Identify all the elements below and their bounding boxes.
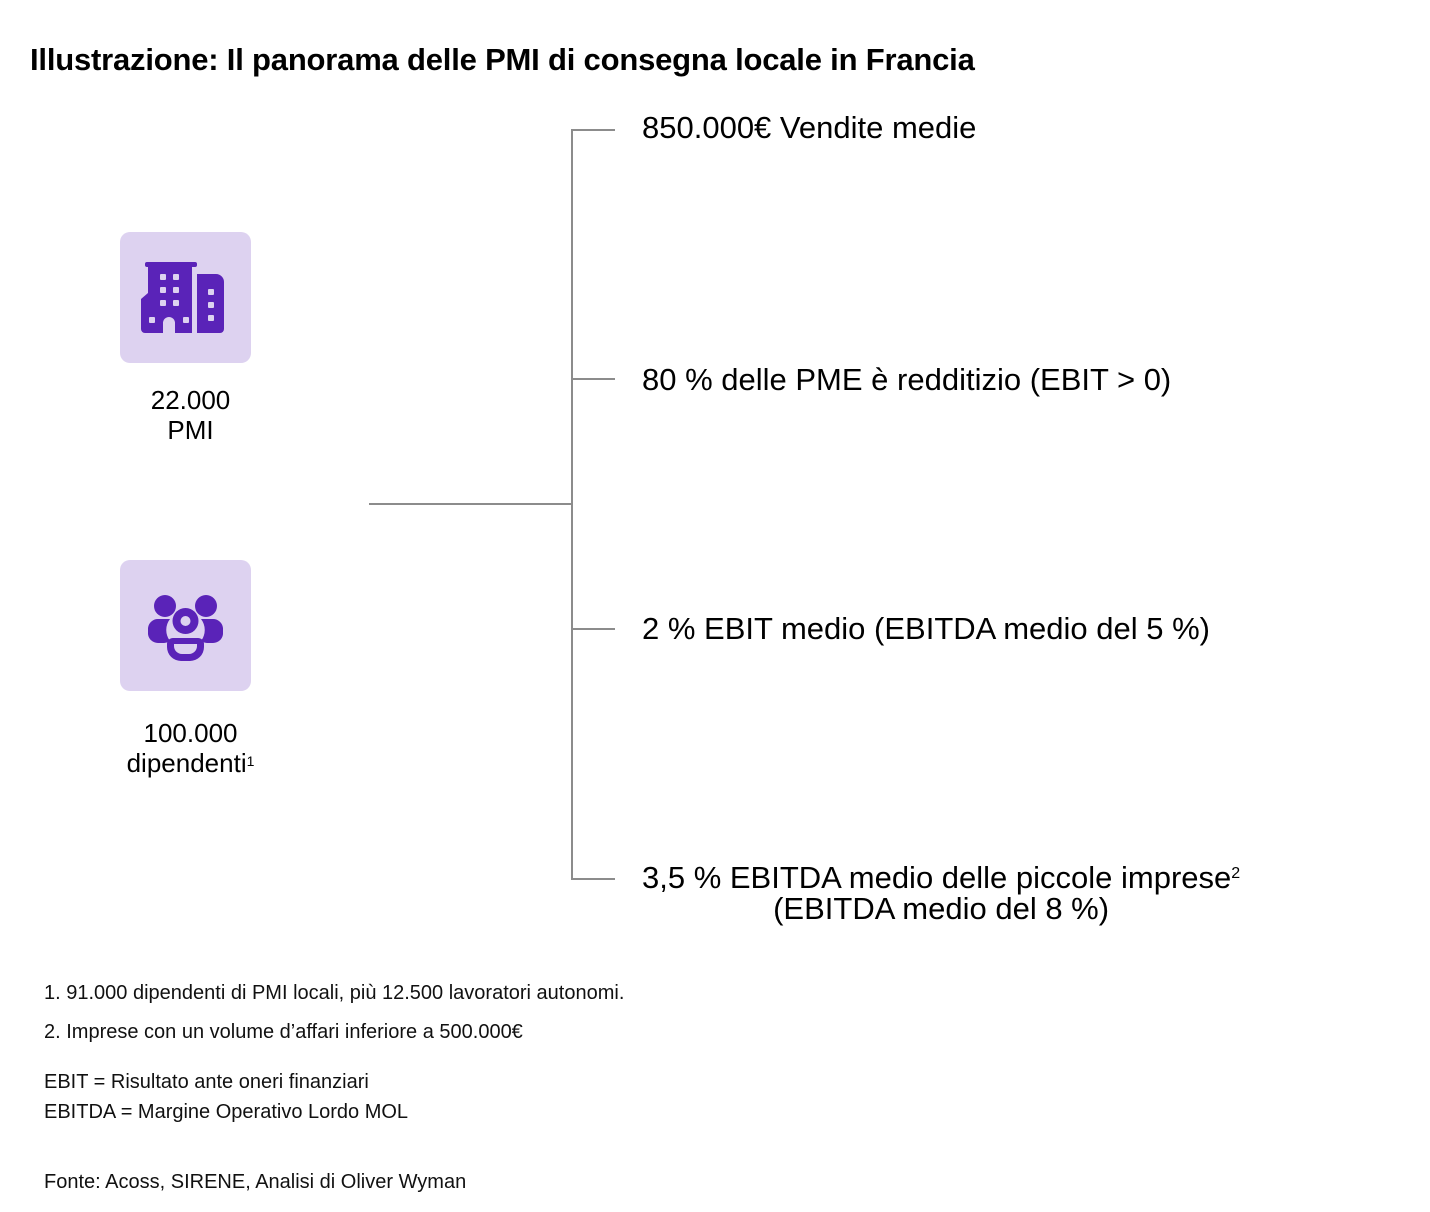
branch-text-avg-ebit: 2 % EBIT medio (EBITDA medio del 5 %) [642, 611, 1210, 646]
footnote-ref-2: 2 [1231, 865, 1241, 882]
footnote-2: 2. Imprese con un volume d’affari inferi… [44, 1021, 523, 1043]
definition-ebit: EBIT = Risultato ante oneri finanziari [44, 1071, 369, 1093]
branch-line-1 [571, 129, 615, 131]
branch-text-small-business-ebitda: 3,5 % EBITDA medio delle piccole imprese… [642, 860, 1241, 926]
people-group-icon [148, 595, 223, 661]
connector-horizontal [369, 503, 572, 505]
branch-line-3 [571, 628, 615, 630]
branch-line-2 [571, 378, 615, 380]
stat-pmi-value: 22.000 [150, 385, 231, 415]
footnote-ref-1: 1 [246, 753, 255, 769]
branch-text-avg-sales: 850.000€ Vendite medie [642, 110, 977, 145]
definition-ebitda: EBITDA = Margine Operativo Lordo MOL [44, 1101, 409, 1123]
stat-employees: 100.000 dipendenti1 [115, 718, 266, 778]
source-note: Fonte: Acoss, SIRENE, Analisi di Oliver … [44, 1171, 467, 1193]
stat-pmi-label: PMI [167, 415, 214, 445]
icon-tile-employees [120, 560, 251, 691]
page-title: Illustrazione: Il panorama delle PMI di … [30, 42, 975, 77]
office-building-icon [141, 262, 224, 333]
branch-text-profitable: 80 % delle PME è redditizio (EBIT > 0) [642, 362, 1172, 397]
connector-vertical [571, 129, 573, 880]
icon-tile-pmi [120, 232, 251, 363]
branch-line-4 [571, 878, 615, 880]
stat-employees-label: dipendenti1 [126, 748, 255, 778]
footnote-1: 1. 91.000 dipendenti di PMI locali, più … [44, 982, 625, 1004]
stat-employees-value: 100.000 [143, 718, 238, 748]
stat-pmi: 22.000 PMI [120, 385, 261, 445]
